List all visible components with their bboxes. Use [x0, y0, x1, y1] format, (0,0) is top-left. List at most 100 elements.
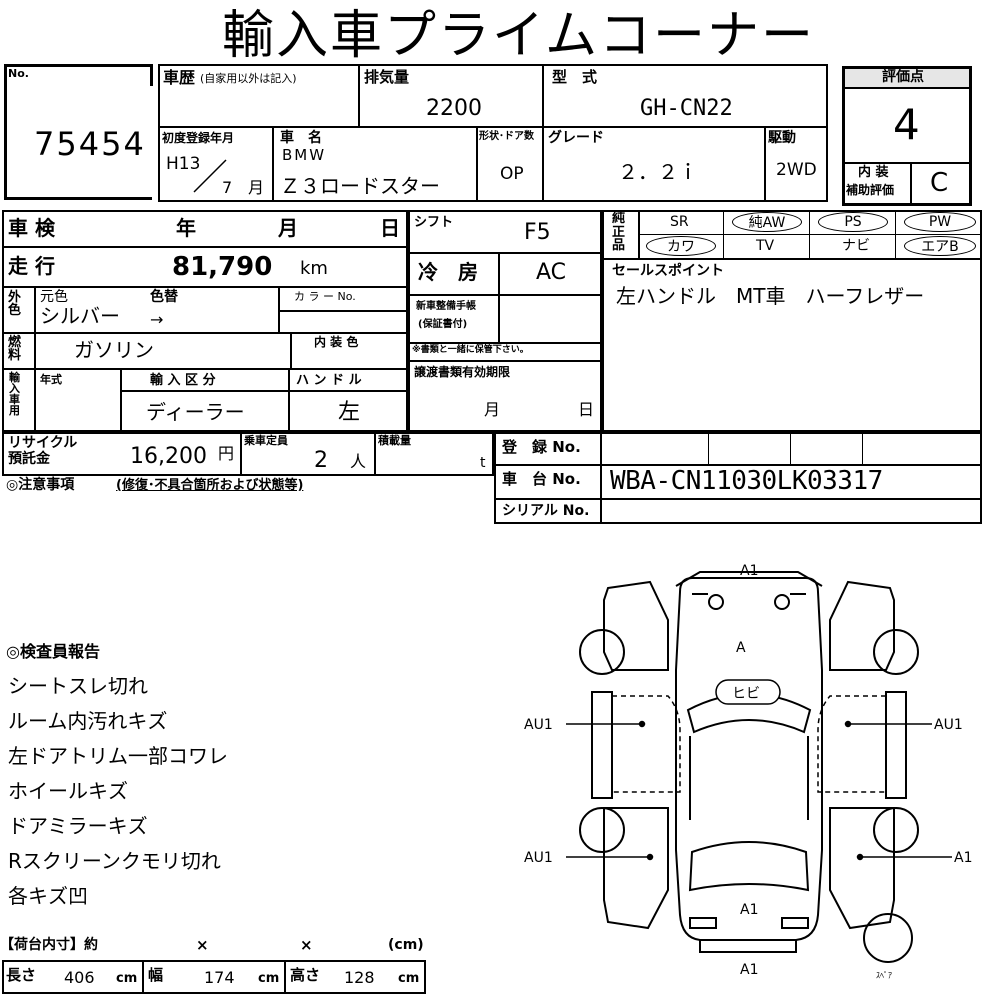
genuine-sr: SR: [670, 214, 689, 230]
exterior-change-label: 色替: [150, 289, 178, 305]
transfer-month: 月: [484, 400, 501, 419]
transfer-day: 日: [578, 400, 595, 419]
sales-point-value: 左ハンドル MT車 ハーフレザー: [616, 284, 925, 308]
genuine-ps: PS: [818, 212, 888, 232]
vehicle-info-grid: [158, 64, 828, 202]
wheel-rl: [579, 807, 625, 853]
report-line: Rスクリーンクモリ切れ: [8, 849, 221, 873]
ac-value: AC: [536, 260, 567, 285]
fuel-label: 燃料: [8, 335, 22, 363]
first-reg-month: 7: [222, 178, 233, 197]
cargo-width-unit: cm: [258, 971, 280, 986]
mark-rear: A1: [740, 962, 758, 978]
history-label: 車歴: [163, 68, 196, 87]
color-no-label: カ ラ ー No.: [294, 290, 356, 303]
cargo-height: 128: [344, 968, 375, 987]
wheel-fr: [873, 629, 919, 675]
genuine-tv: TV: [756, 238, 775, 254]
first-reg-era: H13: [166, 154, 201, 174]
chassis-value: WBA-CN11030LK03317: [610, 466, 883, 496]
recycle-label-1: リサイクル: [8, 435, 78, 451]
cargo-length: 406: [64, 968, 95, 987]
report-line: ルーム内汚れキズ: [8, 709, 168, 733]
cargo-length-label: 長さ: [6, 966, 37, 984]
left-door: [591, 691, 613, 799]
load-label: 積載量: [378, 434, 411, 447]
genuine-parts-grid: [602, 210, 982, 432]
model-code-value: GH-CN22: [640, 96, 733, 121]
wheel-rr: [873, 807, 919, 853]
left-front-fender: [603, 580, 669, 671]
recycle-value: 16,200: [130, 444, 207, 469]
right-door: [885, 691, 907, 799]
displacement-label: 排気量: [364, 68, 410, 86]
car-name-label: 車 名: [280, 130, 322, 146]
car-body-outline: [675, 577, 823, 941]
body-value: OP: [500, 164, 524, 184]
inspection-label: 車 検: [8, 216, 55, 240]
cargo-width-label: 幅: [148, 966, 164, 984]
cargo-height-unit: cm: [398, 971, 420, 986]
genuine-navi: ナビ: [842, 238, 870, 254]
mileage-value: 81,790: [172, 252, 273, 282]
registration-grid: [494, 432, 982, 524]
drive-value: 2WD: [776, 160, 817, 180]
chassis-label: 車 台 No.: [502, 470, 581, 488]
mark-trunk: A1: [740, 902, 758, 918]
exterior-color: シルバー: [40, 304, 120, 328]
inspection-month: 月: [278, 216, 298, 240]
ac-label: 冷 房: [418, 260, 478, 284]
report-line: ホイールキズ: [8, 779, 128, 803]
cargo-unit: (cm): [388, 937, 424, 953]
car-maker: BMW: [282, 146, 327, 164]
exterior-label: 外色: [8, 290, 22, 318]
shift-label: シフト: [414, 215, 454, 230]
lot-label: No.: [8, 67, 29, 80]
genuine-airbag: エアB: [904, 236, 976, 256]
genuine-alloy-wheel: 純AW: [732, 212, 802, 232]
spare-label: ｽﾍﾟｱ: [876, 971, 892, 980]
report-line: 左ドアトリム一部コワレ: [8, 744, 228, 768]
capacity-unit: 人: [350, 452, 367, 471]
capacity-label: 乗車定員: [244, 434, 288, 447]
mileage-label: 走 行: [8, 254, 55, 278]
rating-label: 評価点: [882, 69, 924, 85]
import-type-label: 輸 入 区 分: [150, 373, 216, 388]
genuine-pw: PW: [904, 212, 976, 232]
displacement-value: 2200: [426, 96, 482, 121]
caution-label: ◎注意事項: [6, 477, 75, 493]
lot-number: 75454: [34, 125, 146, 163]
new-car-manual-sub: (保証書付): [418, 319, 468, 330]
report-line: 各キズ凹: [8, 884, 88, 908]
capacity-value: 2: [314, 448, 328, 473]
mark-windshield: ヒビ: [732, 686, 760, 702]
report-line: シートスレ切れ: [8, 674, 148, 698]
caution-note: (修復･不具合箇所および状態等): [116, 478, 304, 493]
page-title: 輸入車プライムコーナー: [222, 6, 815, 66]
grade-value: ２．２ｉ: [618, 160, 698, 184]
rating-box: [842, 66, 972, 206]
genuine-leather: カワ: [646, 236, 716, 256]
cargo-x2: ×: [300, 936, 313, 954]
recycle-label-2: 預託金: [8, 451, 50, 467]
lot-box: [4, 64, 152, 200]
body-label: 形状･ドア数: [479, 131, 534, 142]
drive-label: 駆動: [768, 130, 796, 146]
car-condition-diagram: A1 A AU1 AU1 AU1 A1 A1 A1 ｽﾍﾟｱ ヒビ: [524, 563, 972, 980]
cargo-label: 【荷台内寸】約: [0, 937, 98, 953]
grade-label: グレード: [548, 130, 604, 146]
recycle-unit: 円: [218, 444, 235, 463]
inspection-day: 日: [380, 216, 400, 240]
exterior-orig-label: 元色: [40, 289, 68, 305]
history-note: (自家用以外は記入): [200, 72, 297, 85]
new-car-manual-note: ※書類と一緒に保管下さい。: [412, 345, 529, 355]
load-unit: t: [480, 455, 486, 471]
new-car-manual-label: 新車整備手帳: [416, 301, 476, 312]
left-rear-fender: [603, 807, 669, 930]
import-year-label: 年式: [40, 373, 62, 386]
interior-rating-label-1: 内 装: [858, 165, 889, 180]
wheel-fl: [579, 629, 625, 675]
cargo-length-unit: cm: [116, 971, 138, 986]
handle-value: 左: [338, 400, 361, 425]
report-title: ◎検査員報告: [6, 642, 100, 661]
